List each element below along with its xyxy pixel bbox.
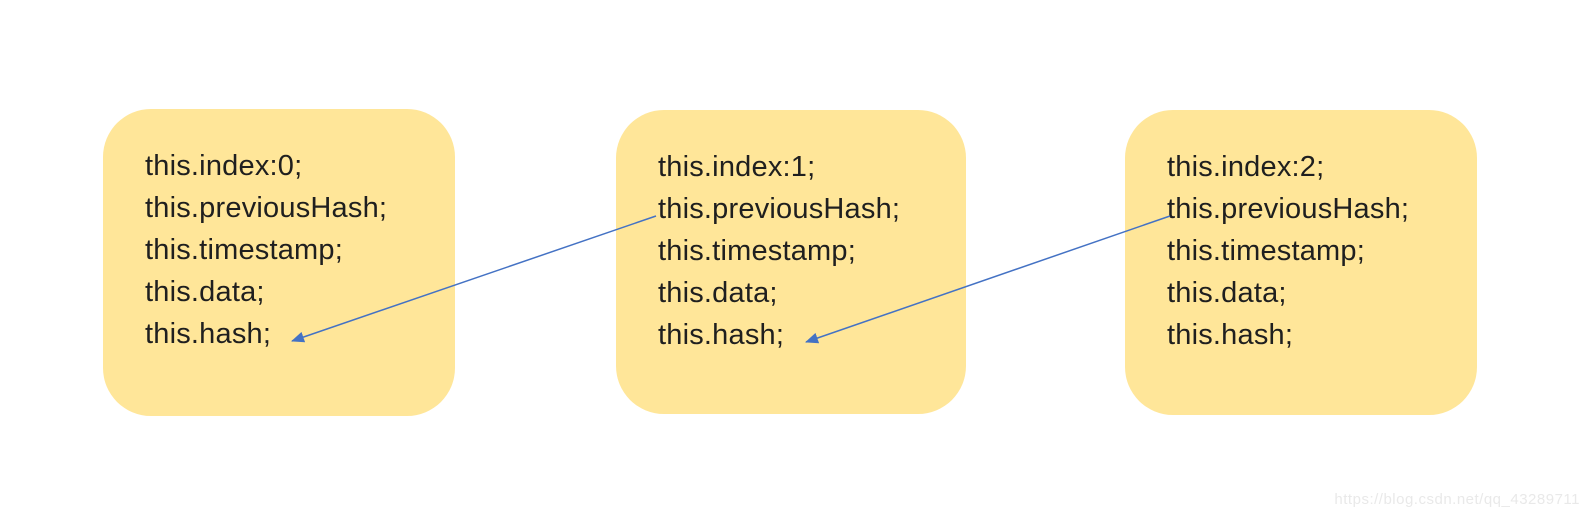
blockchain-block-1: this.index:1; this.previousHash; this.ti… <box>616 110 966 414</box>
code-line-previoushash: this.previousHash; <box>1167 193 1410 225</box>
code-line-index: this.index:0; <box>145 150 303 182</box>
code-line-index: this.index:1; <box>658 151 816 183</box>
code-line-hash: this.hash; <box>658 319 785 351</box>
code-line-data: this.data; <box>658 277 778 309</box>
code-line-timestamp: this.timestamp; <box>145 234 343 266</box>
code-line-index: this.index:2; <box>1167 151 1325 183</box>
blockchain-block-2: this.index:2; this.previousHash; this.ti… <box>1125 110 1477 415</box>
code-line-previoushash: this.previousHash; <box>658 193 901 225</box>
code-line-hash: this.hash; <box>145 318 272 350</box>
watermark: https://blog.csdn.net/qq_43289711 <box>1334 491 1580 508</box>
code-line-timestamp: this.timestamp; <box>658 235 856 267</box>
code-line-timestamp: this.timestamp; <box>1167 235 1365 267</box>
code-line-data: this.data; <box>1167 277 1287 309</box>
code-line-data: this.data; <box>145 276 265 308</box>
code-line-hash: this.hash; <box>1167 319 1294 351</box>
code-line-previoushash: this.previousHash; <box>145 192 388 224</box>
blockchain-block-0: this.index:0; this.previousHash; this.ti… <box>103 109 455 416</box>
